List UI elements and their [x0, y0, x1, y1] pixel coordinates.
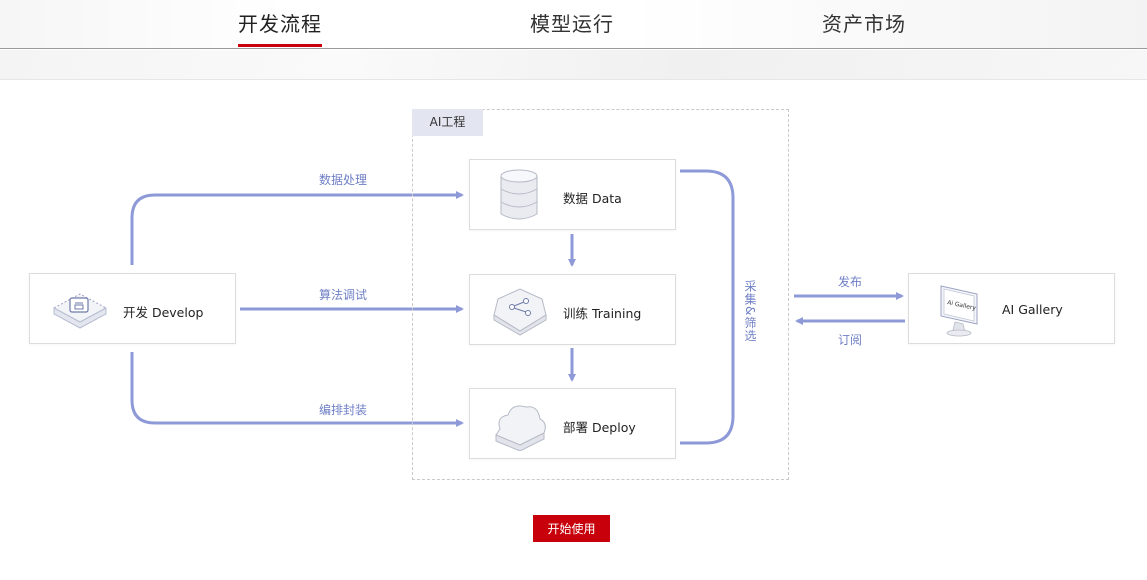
- tab-asset-market[interactable]: 资产市场: [822, 12, 906, 36]
- edge-label-data-processing: 数据处理: [319, 173, 368, 187]
- cloud-deploy-icon: [495, 405, 546, 451]
- training-card[interactable]: 训练 Training: [469, 274, 676, 345]
- edge-label-subscribe: 订阅: [838, 333, 863, 347]
- edge-develop-to-deploy: [130, 352, 464, 427]
- data-label: 数据 Data: [563, 191, 622, 206]
- header-band: [0, 50, 1147, 80]
- develop-icon: [52, 293, 108, 329]
- top-tab-bar: 开发流程 模型运行 资产市场: [0, 0, 1147, 49]
- edge-label-orchestration: 编排封装: [319, 403, 368, 417]
- start-using-button[interactable]: 开始使用: [533, 515, 610, 542]
- training-label: 训练 Training: [563, 306, 642, 321]
- deploy-label: 部署 Deploy: [563, 420, 636, 435]
- ai-gallery-card[interactable]: Ai Gallery AI Gallery: [908, 273, 1115, 344]
- ai-engineering-label: AI工程: [412, 109, 483, 136]
- edge-label-publish: 发布: [838, 275, 863, 289]
- ai-engineering-zone: [412, 109, 789, 480]
- edge-label-algorithm-debug: 算法调试: [319, 288, 368, 302]
- tab-model-run[interactable]: 模型运行: [530, 12, 614, 36]
- database-icon: [500, 169, 538, 220]
- deploy-card[interactable]: 部署 Deploy: [469, 388, 676, 459]
- monitor-icon: Ai Gallery: [940, 285, 978, 337]
- tab-dev-process[interactable]: 开发流程: [238, 12, 322, 36]
- collect-filter-bracket: [680, 169, 735, 445]
- active-tab-indicator: [238, 44, 322, 47]
- data-card[interactable]: 数据 Data: [469, 159, 676, 230]
- develop-label: 开发 Develop: [123, 305, 204, 320]
- edge-develop-to-data: [130, 191, 464, 265]
- training-icon: [493, 288, 547, 336]
- ai-gallery-label: AI Gallery: [1002, 302, 1063, 317]
- edge-label-collect-filter: 采集&筛选: [743, 280, 757, 343]
- develop-card[interactable]: 开发 Develop: [29, 273, 236, 344]
